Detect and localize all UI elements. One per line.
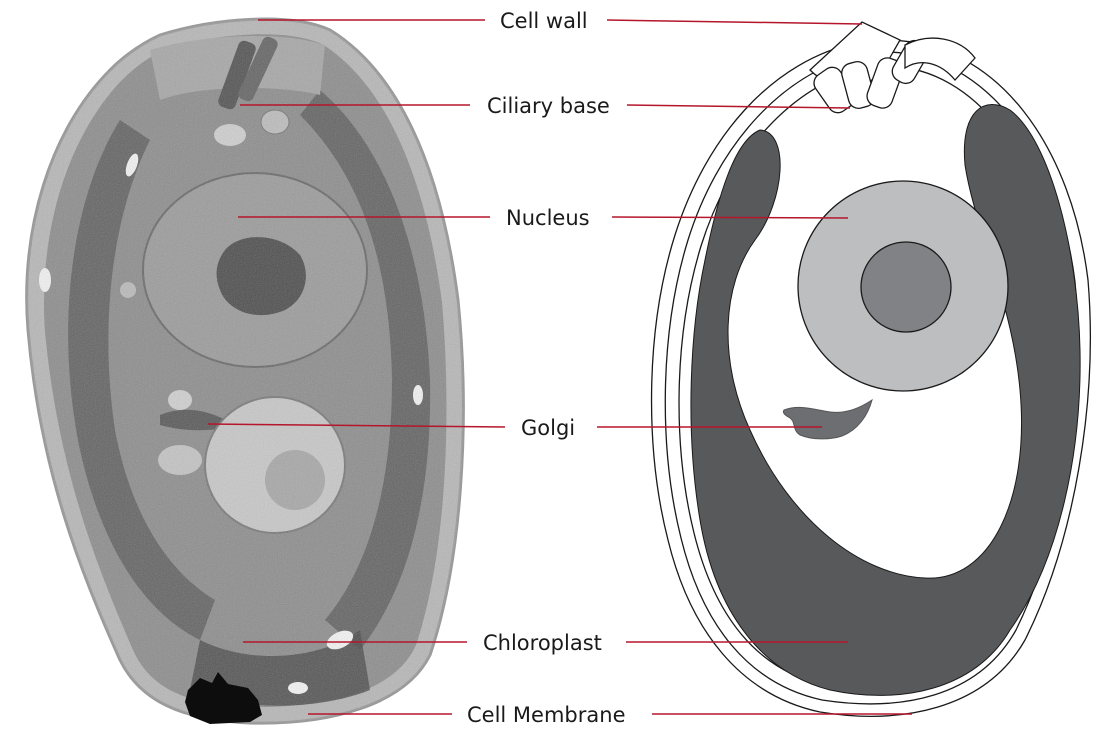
schematic-nucleolus	[861, 242, 951, 332]
label-text-cell-wall: Cell wall	[500, 9, 588, 33]
schematic-diagram	[652, 22, 1091, 716]
label-text-cell-membrane: Cell Membrane	[467, 703, 625, 727]
label-text-nucleus: Nucleus	[506, 206, 590, 230]
electron-micrograph	[0, 0, 480, 734]
label-text-ciliary-base: Ciliary base	[487, 94, 610, 118]
schematic-golgi	[783, 400, 872, 439]
schematic-ciliary-base	[810, 22, 975, 117]
label-cell-membrane: Cell Membrane	[308, 703, 912, 727]
leader-line-ciliary-base-right	[627, 105, 850, 108]
leader-line-cell-wall-right	[607, 20, 862, 24]
label-cell-wall: Cell wall	[258, 9, 862, 33]
label-text-chloroplast: Chloroplast	[483, 631, 602, 655]
leader-line-nucleus-right	[612, 217, 848, 218]
label-text-golgi: Golgi	[521, 416, 575, 440]
